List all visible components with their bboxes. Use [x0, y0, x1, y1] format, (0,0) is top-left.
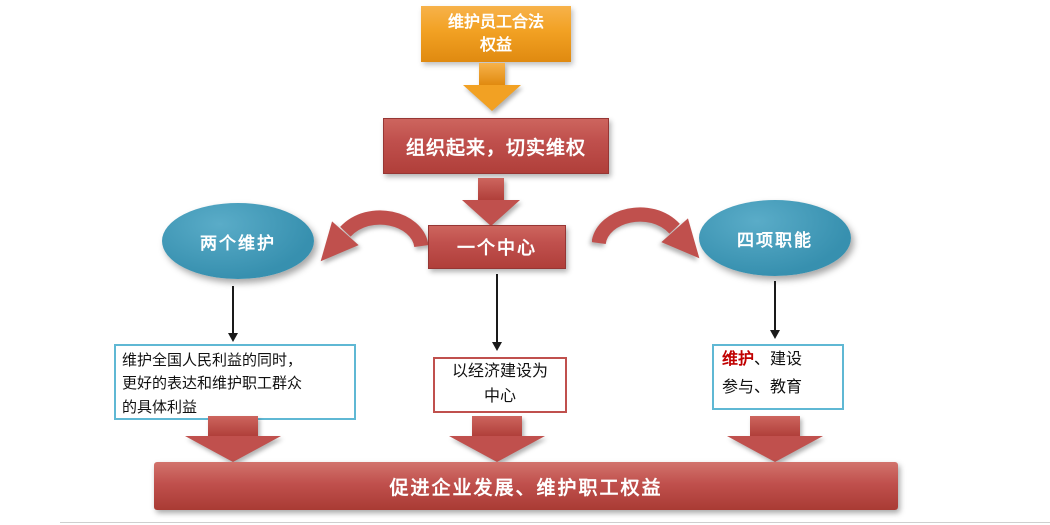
down-arrow-red-icon	[462, 178, 520, 226]
arrow-shaft	[750, 416, 800, 436]
center-detail-line1: 以经济建设为	[451, 363, 548, 381]
right-detail-highlight: 维护	[722, 351, 755, 368]
bottom-banner-label: 促进企业发展、维护职工权益	[389, 477, 663, 499]
arrow-shaft	[472, 416, 522, 436]
arrow-head	[449, 436, 545, 462]
center-detail-box: 以经济建设为 中心	[433, 357, 567, 413]
right-ellipse-label: 四项职能	[737, 230, 813, 250]
down-arrow-orange-icon	[463, 63, 521, 111]
bottom-divider	[60, 522, 1050, 523]
curved-arrow-right-icon	[591, 203, 706, 289]
left-ellipse-label: 两个维护	[200, 233, 276, 253]
bottom-banner: 促进企业发展、维护职工权益	[154, 462, 898, 510]
right-detail-line2: 参与、教育	[722, 379, 803, 396]
right-detail-rest: 、建设	[754, 351, 803, 368]
arrow-shaft	[478, 178, 504, 200]
connector-line	[774, 281, 776, 330]
top-box-line2: 权益	[479, 37, 512, 54]
organize-box: 组织起来，切实维权	[383, 118, 609, 174]
big-down-arrow-left-icon	[185, 416, 281, 462]
arrow-head	[462, 200, 520, 226]
big-down-arrow-right-icon	[727, 416, 823, 462]
connector-line	[232, 286, 234, 333]
top-box: 维护员工合法 权益	[421, 6, 571, 62]
center-box-label: 一个中心	[457, 238, 537, 258]
center-detail-line2: 中心	[483, 388, 516, 405]
arrow-head	[463, 85, 521, 111]
left-detail-line2: 更好的表达和维护职工群众	[122, 375, 303, 393]
connector-arrow-right-icon	[770, 281, 780, 339]
right-detail-line1: 维护、建设	[722, 346, 834, 374]
left-ellipse: 两个维护	[162, 203, 314, 279]
connector-line	[496, 274, 498, 342]
connector-head	[492, 342, 502, 351]
top-box-line1: 维护员工合法	[447, 13, 544, 31]
arrow-head	[185, 436, 281, 462]
arrow-shaft	[479, 63, 505, 85]
arrow-head	[727, 436, 823, 462]
center-box: 一个中心	[428, 225, 566, 269]
right-ellipse: 四项职能	[699, 200, 851, 276]
connector-head	[228, 333, 238, 342]
connector-arrow-center-icon	[492, 274, 502, 351]
organize-box-label: 组织起来，切实维权	[405, 137, 586, 159]
left-detail-box: 维护全国人民利益的同时， 更好的表达和维护职工群众 的具体利益	[114, 344, 356, 420]
connector-head	[770, 330, 780, 339]
big-down-arrow-center-icon	[449, 416, 545, 462]
connector-arrow-left-icon	[228, 286, 238, 342]
right-detail-box: 维护、建设 参与、教育	[712, 344, 844, 410]
left-detail-line1: 维护全国人民利益的同时，	[122, 352, 303, 369]
curved-arrow-left-icon	[314, 206, 429, 292]
left-detail-line3: 的具体利益	[122, 398, 198, 416]
arrow-shaft	[208, 416, 258, 436]
